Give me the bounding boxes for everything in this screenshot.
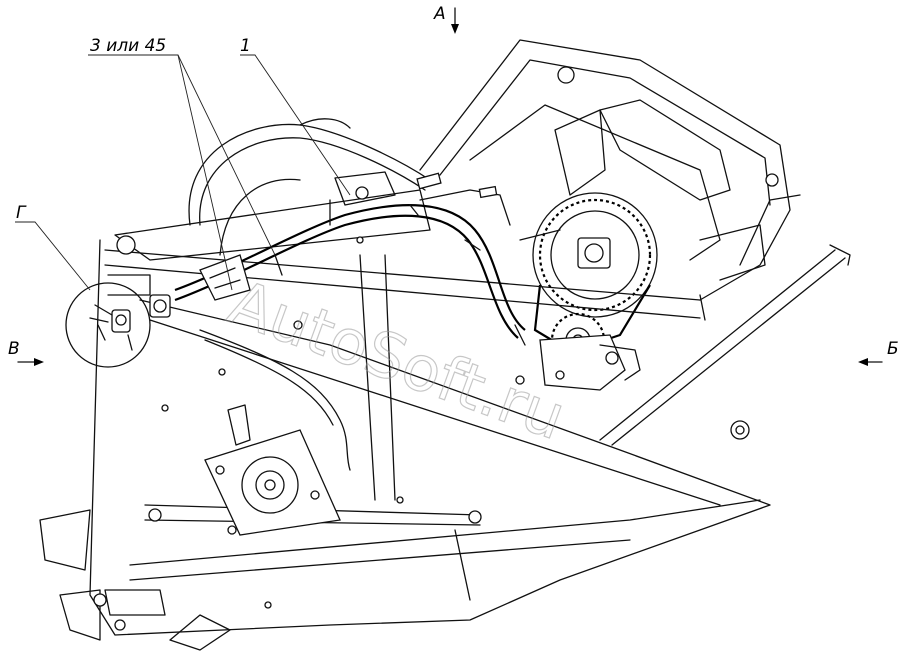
lower-gearbox	[148, 404, 482, 536]
upper-housing	[419, 39, 801, 301]
detail-circle-g	[65, 282, 151, 368]
diagonal-arm	[599, 244, 851, 446]
gearbox	[539, 334, 641, 391]
view-arrow-a	[451, 7, 459, 34]
label-view-a: А	[433, 4, 446, 24]
main-beams	[104, 171, 706, 321]
bolts	[161, 236, 750, 609]
leader-lines	[15, 54, 351, 291]
view-arrow-b	[858, 358, 883, 366]
sensor-assembly	[107, 254, 251, 318]
label-view-v: В	[8, 339, 20, 359]
cable-routing	[174, 118, 561, 471]
callout-3: 3 или 45	[90, 36, 166, 56]
label-view-g: Г	[16, 203, 27, 223]
callout-1: 1	[240, 36, 251, 56]
label-view-b: Б	[887, 339, 899, 359]
view-arrow-v	[17, 358, 44, 366]
